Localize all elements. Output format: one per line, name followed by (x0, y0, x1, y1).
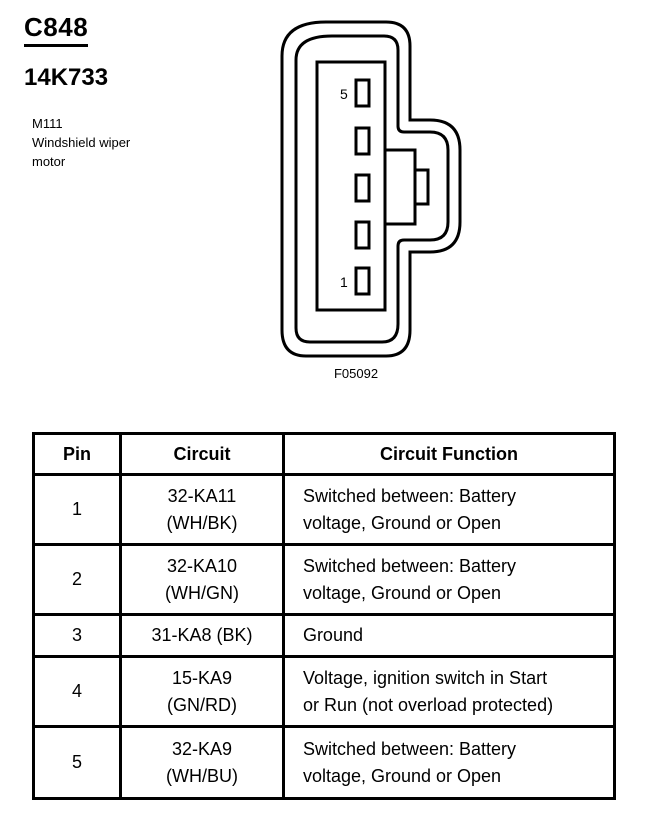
function-line: Ground (302, 625, 363, 645)
locking-tab (385, 148, 417, 226)
column-header-pin: Pin (32, 432, 122, 476)
description-line: M111 (32, 116, 63, 131)
circuit-cell: 32-KA11 (WH/BK) (119, 473, 285, 546)
column-header-circuit-function: Circuit Function (281, 432, 617, 476)
table-row: 3 31-KA8 (BK) Ground (32, 613, 617, 658)
circuit-line: 32-KA9 (171, 738, 232, 759)
pin-cell: 4 (32, 655, 122, 728)
circuit-line: 32-KA11 (167, 485, 237, 506)
connector-outer-outline (280, 20, 462, 358)
pin-5 (354, 78, 371, 108)
locking-tab-notch (413, 168, 430, 206)
function-cell: Switched between: Battery voltage, Groun… (281, 543, 617, 616)
function-line: or Run (not overload protected) (302, 694, 554, 715)
function-line: Switched between: Battery (302, 738, 517, 759)
function-cell: Switched between: Battery voltage, Groun… (281, 725, 617, 800)
circuit-cell: 15-KA9 (GN/RD) (119, 655, 285, 728)
column-header-circuit: Circuit (119, 432, 285, 476)
pin-cell: 5 (32, 725, 122, 800)
pin-label-5: 5 (340, 86, 348, 102)
pin-3 (354, 173, 371, 203)
table-row: 5 32-KA9 (WH/BU) Switched between: Batte… (32, 725, 617, 800)
function-line: Voltage, ignition switch in Start (302, 667, 548, 688)
circuit-line: (WH/GN) (164, 582, 239, 603)
description-line: motor (32, 154, 66, 169)
table-row: 4 15-KA9 (GN/RD) Voltage, ignition switc… (32, 655, 617, 728)
function-line: voltage, Ground or Open (302, 765, 502, 786)
circuit-line: (GN/RD) (166, 694, 237, 715)
function-cell: Ground (281, 613, 617, 658)
table-header-row: Pin Circuit Circuit Function (32, 432, 617, 476)
figure-code: F05092 (333, 366, 379, 381)
table-row: 1 32-KA11 (WH/BK) Switched between: Batt… (32, 473, 617, 546)
pin-4 (354, 126, 371, 156)
connector-face-diagram: 5 1 (280, 20, 462, 358)
pin-label-1: 1 (340, 274, 348, 290)
circuit-line: (WH/BU) (165, 765, 238, 786)
pin-cell: 1 (32, 473, 122, 546)
description-line: Windshield wiper (32, 135, 131, 150)
connector-id: C848 (24, 12, 89, 47)
connector-description: M111 Windshield wiper motor (32, 114, 212, 171)
circuit-line: 32-KA10 (166, 555, 237, 576)
connector-inner-outline (294, 34, 450, 344)
function-line: Switched between: Battery (302, 485, 517, 506)
pin-cell: 2 (32, 543, 122, 616)
function-cell: Voltage, ignition switch in Start or Run… (281, 655, 617, 728)
circuit-cell: 32-KA9 (WH/BU) (119, 725, 285, 800)
pin-1 (354, 266, 371, 296)
function-line: Switched between: Battery (302, 555, 517, 576)
circuit-cell: 32-KA10 (WH/GN) (119, 543, 285, 616)
circuit-cell: 31-KA8 (BK) (119, 613, 285, 658)
table-row: 2 32-KA10 (WH/GN) Switched between: Batt… (32, 543, 617, 616)
circuit-line: 31-KA8 (BK) (151, 625, 253, 645)
part-number: 14K733 (24, 64, 109, 91)
pin-cell: 3 (32, 613, 122, 658)
circuit-line: 15-KA9 (171, 667, 232, 688)
terminal-cavity (315, 60, 387, 312)
function-cell: Switched between: Battery voltage, Groun… (281, 473, 617, 546)
pinout-table: Pin Circuit Circuit Function 1 32-KA11 (… (32, 432, 617, 800)
function-line: voltage, Ground or Open (302, 582, 502, 603)
function-line: voltage, Ground or Open (302, 512, 502, 533)
pin-2 (354, 220, 371, 250)
circuit-line: (WH/BK) (166, 512, 238, 533)
